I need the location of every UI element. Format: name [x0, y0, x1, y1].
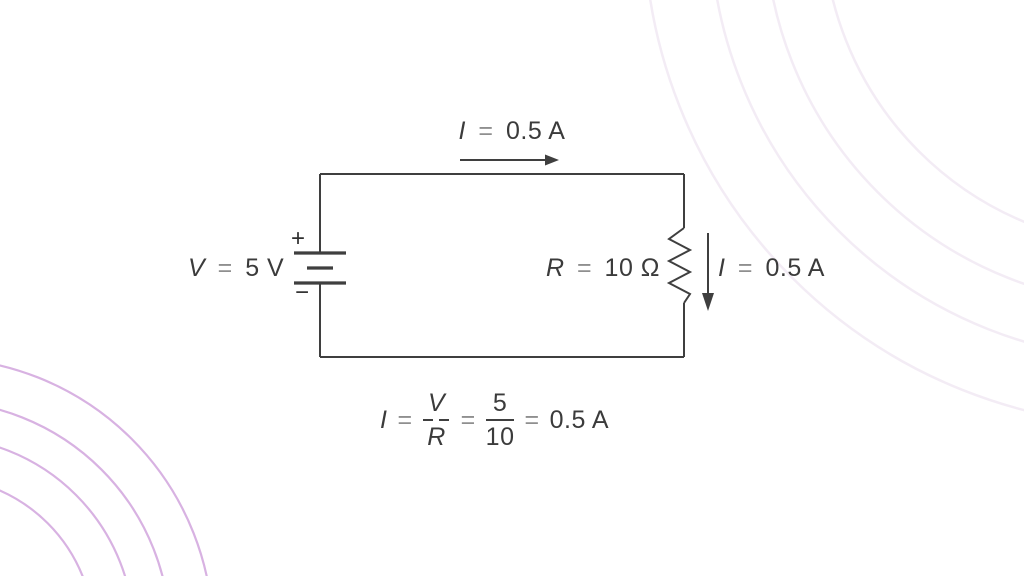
equals-sign: =: [737, 254, 754, 282]
equals-sign: =: [397, 405, 413, 434]
equals-sign: =: [460, 405, 476, 434]
equals-sign: =: [217, 254, 233, 282]
voltage-label: V = 5 V: [188, 254, 284, 282]
equals-sign: =: [576, 254, 593, 282]
right-current-label: I = 0.5 A: [718, 254, 825, 282]
decor-arc: [0, 408, 164, 576]
formula-lhs: I: [380, 405, 388, 434]
fraction-denominator: R: [427, 423, 446, 452]
fraction-denominator: 10: [485, 423, 515, 452]
decor-arc: [0, 489, 84, 576]
formula-result: 0.5 A: [549, 405, 610, 434]
battery-symbol: [294, 251, 346, 285]
battery-plus-sign: +: [291, 225, 306, 252]
fraction-bar-dashed: [422, 418, 451, 422]
decor-arc: [0, 446, 127, 576]
ohms-law-formula: I = V R = 5 10 = 0.5 A: [380, 389, 609, 451]
resistance-label: R = 10 Ω: [540, 254, 660, 282]
fraction-v-over-r: V R: [422, 388, 451, 452]
equals-sign: =: [478, 117, 494, 145]
fraction-bar: [486, 418, 515, 422]
fraction-numerator: V: [427, 388, 446, 417]
decor-arcs-top-right: [649, 0, 1024, 412]
decor-arc: [649, 0, 1024, 412]
current-value: 0.5 A: [505, 117, 566, 145]
current-variable: I: [718, 254, 726, 282]
decor-arc: [0, 364, 208, 576]
circuit-diagram: [294, 154, 714, 358]
arrow-head-right-icon: [545, 154, 559, 166]
voltage-value: 5 V: [245, 254, 285, 282]
fraction-numerator: 5: [492, 388, 508, 417]
decor-arc: [831, 0, 1024, 223]
current-arrow-right-side: [702, 233, 714, 311]
battery-minus-sign: −: [295, 279, 310, 306]
decor-arcs-bottom-left: [0, 364, 208, 576]
resistance-value: 10 Ω: [604, 254, 660, 282]
current-value: 0.5 A: [765, 254, 825, 282]
resistance-variable: R: [545, 254, 565, 282]
voltage-variable: V: [188, 254, 206, 282]
equals-sign: =: [524, 405, 540, 434]
resistor-zigzag: [666, 227, 693, 304]
current-arrow-top: [460, 154, 559, 166]
current-variable: I: [458, 117, 466, 145]
top-current-label: I = 0.5 A: [430, 117, 594, 145]
fraction-5-over-10: 5 10: [485, 388, 515, 452]
arrow-head-down-icon: [702, 293, 714, 311]
